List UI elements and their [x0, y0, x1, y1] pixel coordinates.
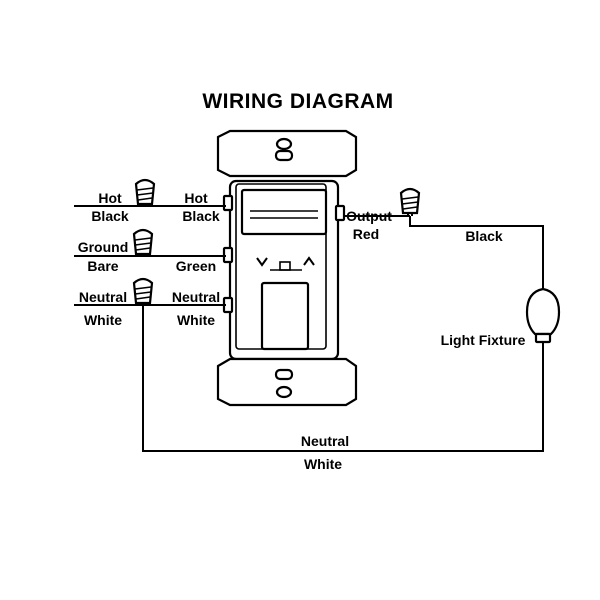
- label-hot-switch-color: Black: [182, 208, 220, 224]
- bottom-strap-screw-icon: [275, 385, 293, 399]
- label-light-fixture: Light Fixture: [441, 332, 526, 348]
- left-terminal-tab: [222, 194, 234, 212]
- switch-device: [216, 129, 358, 407]
- wire-nut-icon: [132, 228, 154, 256]
- label-neutral-return: Neutral: [301, 433, 349, 449]
- top-strap-screw-icon: [275, 137, 293, 151]
- wire-nut-icon: [132, 277, 154, 305]
- label-ground-supply-color: Bare: [87, 258, 118, 274]
- label-ground-supply: Ground: [78, 239, 129, 255]
- diagram-title: WIRING DIAGRAM: [202, 90, 393, 113]
- wire-nut-connectors: [132, 178, 421, 305]
- label-output-color: Red: [353, 226, 379, 242]
- label-neutral-switch-color: White: [177, 312, 215, 328]
- label-neutral-return-color: White: [304, 456, 342, 472]
- wire-nut-icon: [134, 178, 156, 206]
- label-hot-supply: Hot: [98, 190, 122, 206]
- neutral-return-wire: [142, 305, 544, 452]
- wire-labels: Hot Black Hot Black Ground Bare Green Ne…: [78, 190, 526, 472]
- chevron-up-icon: [303, 256, 315, 266]
- light-bulb-icon: [525, 287, 561, 344]
- bottom-strap-slot: [274, 368, 294, 381]
- sensor-lens: [240, 188, 328, 236]
- label-neutral-supply-color: White: [84, 312, 122, 328]
- label-fixture-wire-color: Black: [465, 228, 503, 244]
- label-neutral-switch: Neutral: [172, 289, 220, 305]
- label-neutral-supply: Neutral: [79, 289, 127, 305]
- right-terminal-tab: [334, 204, 346, 222]
- wires: [74, 205, 544, 452]
- bottom-mounting-strap: [216, 357, 358, 407]
- label-output: Output: [346, 208, 392, 224]
- top-strap-slot: [274, 149, 294, 162]
- push-button: [260, 281, 310, 351]
- wire-nut-icon: [399, 187, 421, 216]
- label-hot-switch: Hot: [184, 190, 208, 206]
- chevron-down-icon: [256, 257, 268, 267]
- label-ground-switch-color: Green: [176, 258, 216, 274]
- label-hot-supply-color: Black: [91, 208, 129, 224]
- fixture-black-wire: [409, 216, 544, 288]
